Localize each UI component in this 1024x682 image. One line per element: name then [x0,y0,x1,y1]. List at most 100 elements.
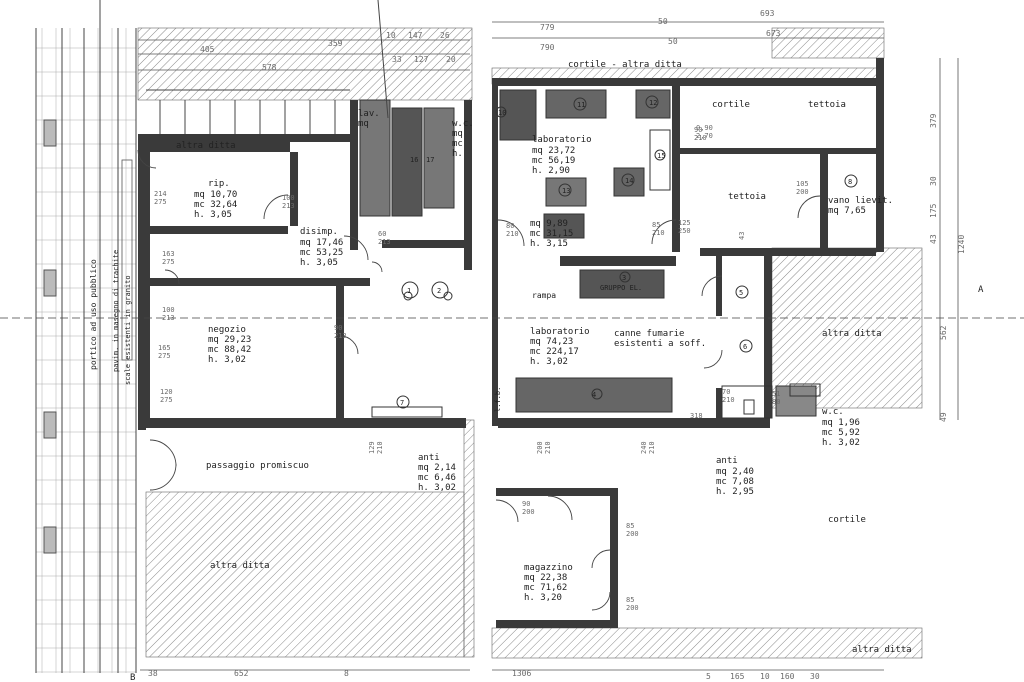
anti-left-name: anti [418,453,440,463]
dim-right-3: 43 [929,234,938,244]
dim-bottom-6: 10 [760,672,770,681]
dim-bottom-1: 652 [234,669,249,678]
door-dim-1: 213 [282,202,295,210]
door-dim-2: 90 [334,324,342,332]
dim-bottom-4: 5 [706,672,711,681]
magazzino-h: h. 3,20 [524,593,562,603]
door-dim-40: 240 [640,441,648,454]
wc-left-name: w.c. [452,119,474,129]
disimp-mq: mq 17,46 [300,238,343,248]
equip-num-10: 10 [498,109,506,117]
door-dim-11: 210 [652,229,665,237]
dim-top-6: 33 [392,55,402,64]
equip-num-5: 5 [739,289,743,297]
lab-top-h: h. 2,90 [532,166,570,176]
door-dim-38: 200 [536,441,544,454]
portico-label: portico ad uso pubblico [89,259,98,370]
left-fixtures [371,281,453,418]
lav-name: lav. [358,109,380,119]
altra-ditta-right-label: altra ditta [822,329,882,339]
wc-right-h: h. 3,02 [822,438,860,448]
right-doors [495,195,821,611]
dim-right-6: 49 [939,412,948,422]
vano-mq: mq 7,65 [828,206,866,216]
door-dim-31: 275 [162,258,175,266]
door-dim-21: 200 [626,530,639,538]
door-dim-18: 90 [522,500,530,508]
left-doors [137,149,383,491]
dim-right-0: 379 [929,113,938,128]
equip-num-12: 12 [649,99,657,107]
dim-top-right-5: 673 [766,29,781,38]
door-dim-27: 80 [772,398,780,406]
misc-dim-1: 43 [738,232,746,240]
lab-main-mq: mq 74,23 [530,337,573,347]
anti-right-mc: mc 7,08 [716,477,754,487]
equip-num-2: 2 [437,287,441,295]
vano-name: vano lievit. [828,196,893,206]
wc-left-mc: mc [452,139,463,149]
negozio-h: h. 3,02 [208,355,246,365]
stair-blocks [146,89,455,217]
dim-top-right-0: 779 [540,23,555,32]
dim-top-8: 20 [446,55,456,64]
left-wall-hatch [463,419,475,658]
lab-mid-mq: mq 9,89 [530,219,568,229]
door-dim-28: 214 [154,190,167,198]
equip-num-17: 17 [426,156,434,164]
equip-num-4: 4 [592,391,596,399]
door-dim-34: 120 [160,388,173,396]
lab-main-h: h. 3,02 [530,357,568,367]
dim-right-2: 175 [929,203,938,218]
equip-num-11: 11 [577,101,585,109]
disimp-name: disimp. [300,227,338,237]
door-dim-17: 200 [796,188,809,196]
dim-top-2: 10 [386,31,396,40]
lab-top-name: laboratorio [532,135,592,145]
misc-dim-3: 2,70 [696,132,713,140]
pavimentazione-label: pavim. in masegno di trachite [112,250,120,372]
dim-right-1: 30 [929,176,938,186]
door-dim-20: 85 [626,522,634,530]
door-dim-22: 85 [626,596,634,604]
rip-mq: mq 10,70 [194,190,237,200]
dim-bottom-3: 1306 [512,669,531,678]
misc-dim-0: 318 [690,412,703,420]
door-dim-39: 210 [544,441,552,454]
equip-num-13: 13 [562,187,570,195]
dim-top-5: 578 [262,63,277,72]
disimp-mc: mc 53,25 [300,248,343,258]
dim-top-3: 147 [408,31,423,40]
lab-main-name: laboratorio [530,327,590,337]
dim-top-0: 405 [200,45,215,54]
door-dim-12: 125 [678,219,691,227]
section-a-label: A [978,285,984,295]
rip-name: rip. [208,179,230,189]
door-dim-25: 210 [722,396,735,404]
dim-top-4: 26 [440,31,450,40]
door-dim-35: 275 [160,396,173,404]
dim-right-4: 1240 [957,235,966,254]
dim-right-5: 562 [939,325,948,340]
door-dim-13: 250 [678,227,691,235]
door-dim-6: 80 [506,222,514,230]
wc-right-fixtures [721,383,821,419]
section-b-label: B [130,673,135,682]
right-altra-ditta-hatch [771,247,923,409]
wc-right-name: w.c. [822,407,844,417]
dim-bottom-0: 38 [148,669,158,678]
lab-mid-mc: mc 31,15 [530,229,573,239]
door-dim-33: 275 [158,352,171,360]
portico-area [35,0,137,673]
dim-top-7: 127 [414,55,429,64]
cortile-altra-label: cortile - altra ditta [568,60,682,70]
door-dim-10: 85 [652,221,660,229]
anti-left-mq: mq 2,14 [418,463,456,473]
door-dim-19: 200 [522,508,535,516]
right-building-walls [492,58,884,628]
passaggio-label: passaggio promiscuo [206,461,309,471]
lav-mq: mq [358,119,369,129]
rip-mc: mc 32,64 [194,200,237,210]
equip-num-7: 7 [400,399,404,407]
